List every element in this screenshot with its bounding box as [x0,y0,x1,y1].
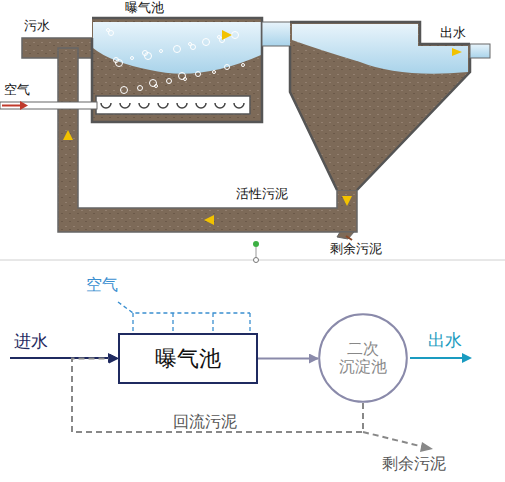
text-label: 空气 [86,276,118,294]
handle-dot [254,258,259,263]
air-arrow [2,105,20,107]
flow-connector [258,358,318,360]
diffuser-rack [96,96,250,114]
node-text: 曝气池 [155,346,221,371]
bubble [232,32,239,39]
diffuser-head [158,103,168,108]
flow-arrow [204,215,214,225]
process-box: 曝气池 [118,333,258,384]
diffuser-head [139,103,149,108]
handle-dot [253,241,259,247]
node-text: 二次 沉淀池 [337,340,390,377]
bubble [155,85,158,88]
flow-arrow [452,48,462,56]
diffuser-head [101,103,111,108]
bubble [160,50,163,53]
aeration-water [93,22,261,74]
air-pipe [0,102,97,109]
diffuser-head [120,103,130,108]
bubble [145,53,152,60]
text-label: 进水 [14,332,48,351]
diffuser-heads [101,103,244,108]
bubble [150,80,157,87]
settling-circle: 二次 沉淀池 [318,313,408,403]
diffuser-head [234,103,244,108]
excess-arrow [346,236,352,240]
bubble [121,87,128,94]
outflow-line [410,357,464,359]
bubble [174,46,181,53]
excess-arrow-head [420,442,433,452]
edge-label: 回流污泥 [171,413,239,431]
node-text-line: 曝气池 [155,346,221,371]
excess-sludge-line [363,432,424,447]
node-text-line: 二次 沉淀池 [337,340,390,377]
air-arrow-head [20,101,28,110]
outlet-pipe [470,44,490,58]
bubble [167,79,172,84]
bubble [131,57,134,60]
diffuser-head [196,103,206,108]
outflow-arrow-head [462,353,472,363]
overflow-channel [262,22,291,46]
bubble [184,78,187,81]
bubble [109,31,114,36]
text-label: 污水 [24,19,50,33]
flow-arrow [63,130,73,140]
flow-arrow [222,30,232,40]
handle-stem [256,247,257,258]
aeration-tank-body [92,18,262,122]
text-label: 活性污泥 [236,187,288,201]
flow-arrow [342,196,352,206]
bubble [225,65,230,70]
bubble [116,60,123,67]
text-label: 出水 [440,26,466,40]
settling-water [292,24,468,74]
bubble [179,73,186,80]
bubble [196,72,201,77]
diffuser-head [177,103,187,108]
bubble [213,71,216,74]
circle-shape [319,314,407,402]
aeration-tank-wall [92,18,262,122]
bubble [138,86,143,91]
inflow-line [10,357,112,359]
air-bubbles [107,29,245,94]
bubble [242,64,245,67]
settling-tank-body [290,22,470,190]
text-label: 剩余污泥 [330,242,382,256]
text-label: 出水 [428,331,462,350]
settling-tank-wall [290,22,470,190]
bubble [203,39,210,46]
air-supply-lines [118,302,250,333]
excess-sludge-outlet [337,232,354,239]
diffuser-head [215,103,225,108]
divider-line [0,260,505,261]
text-label: 曝气池 [125,1,164,15]
bubble [191,45,196,50]
text-label: 剩余污泥 [382,455,446,473]
text-label: 空气 [4,83,30,97]
